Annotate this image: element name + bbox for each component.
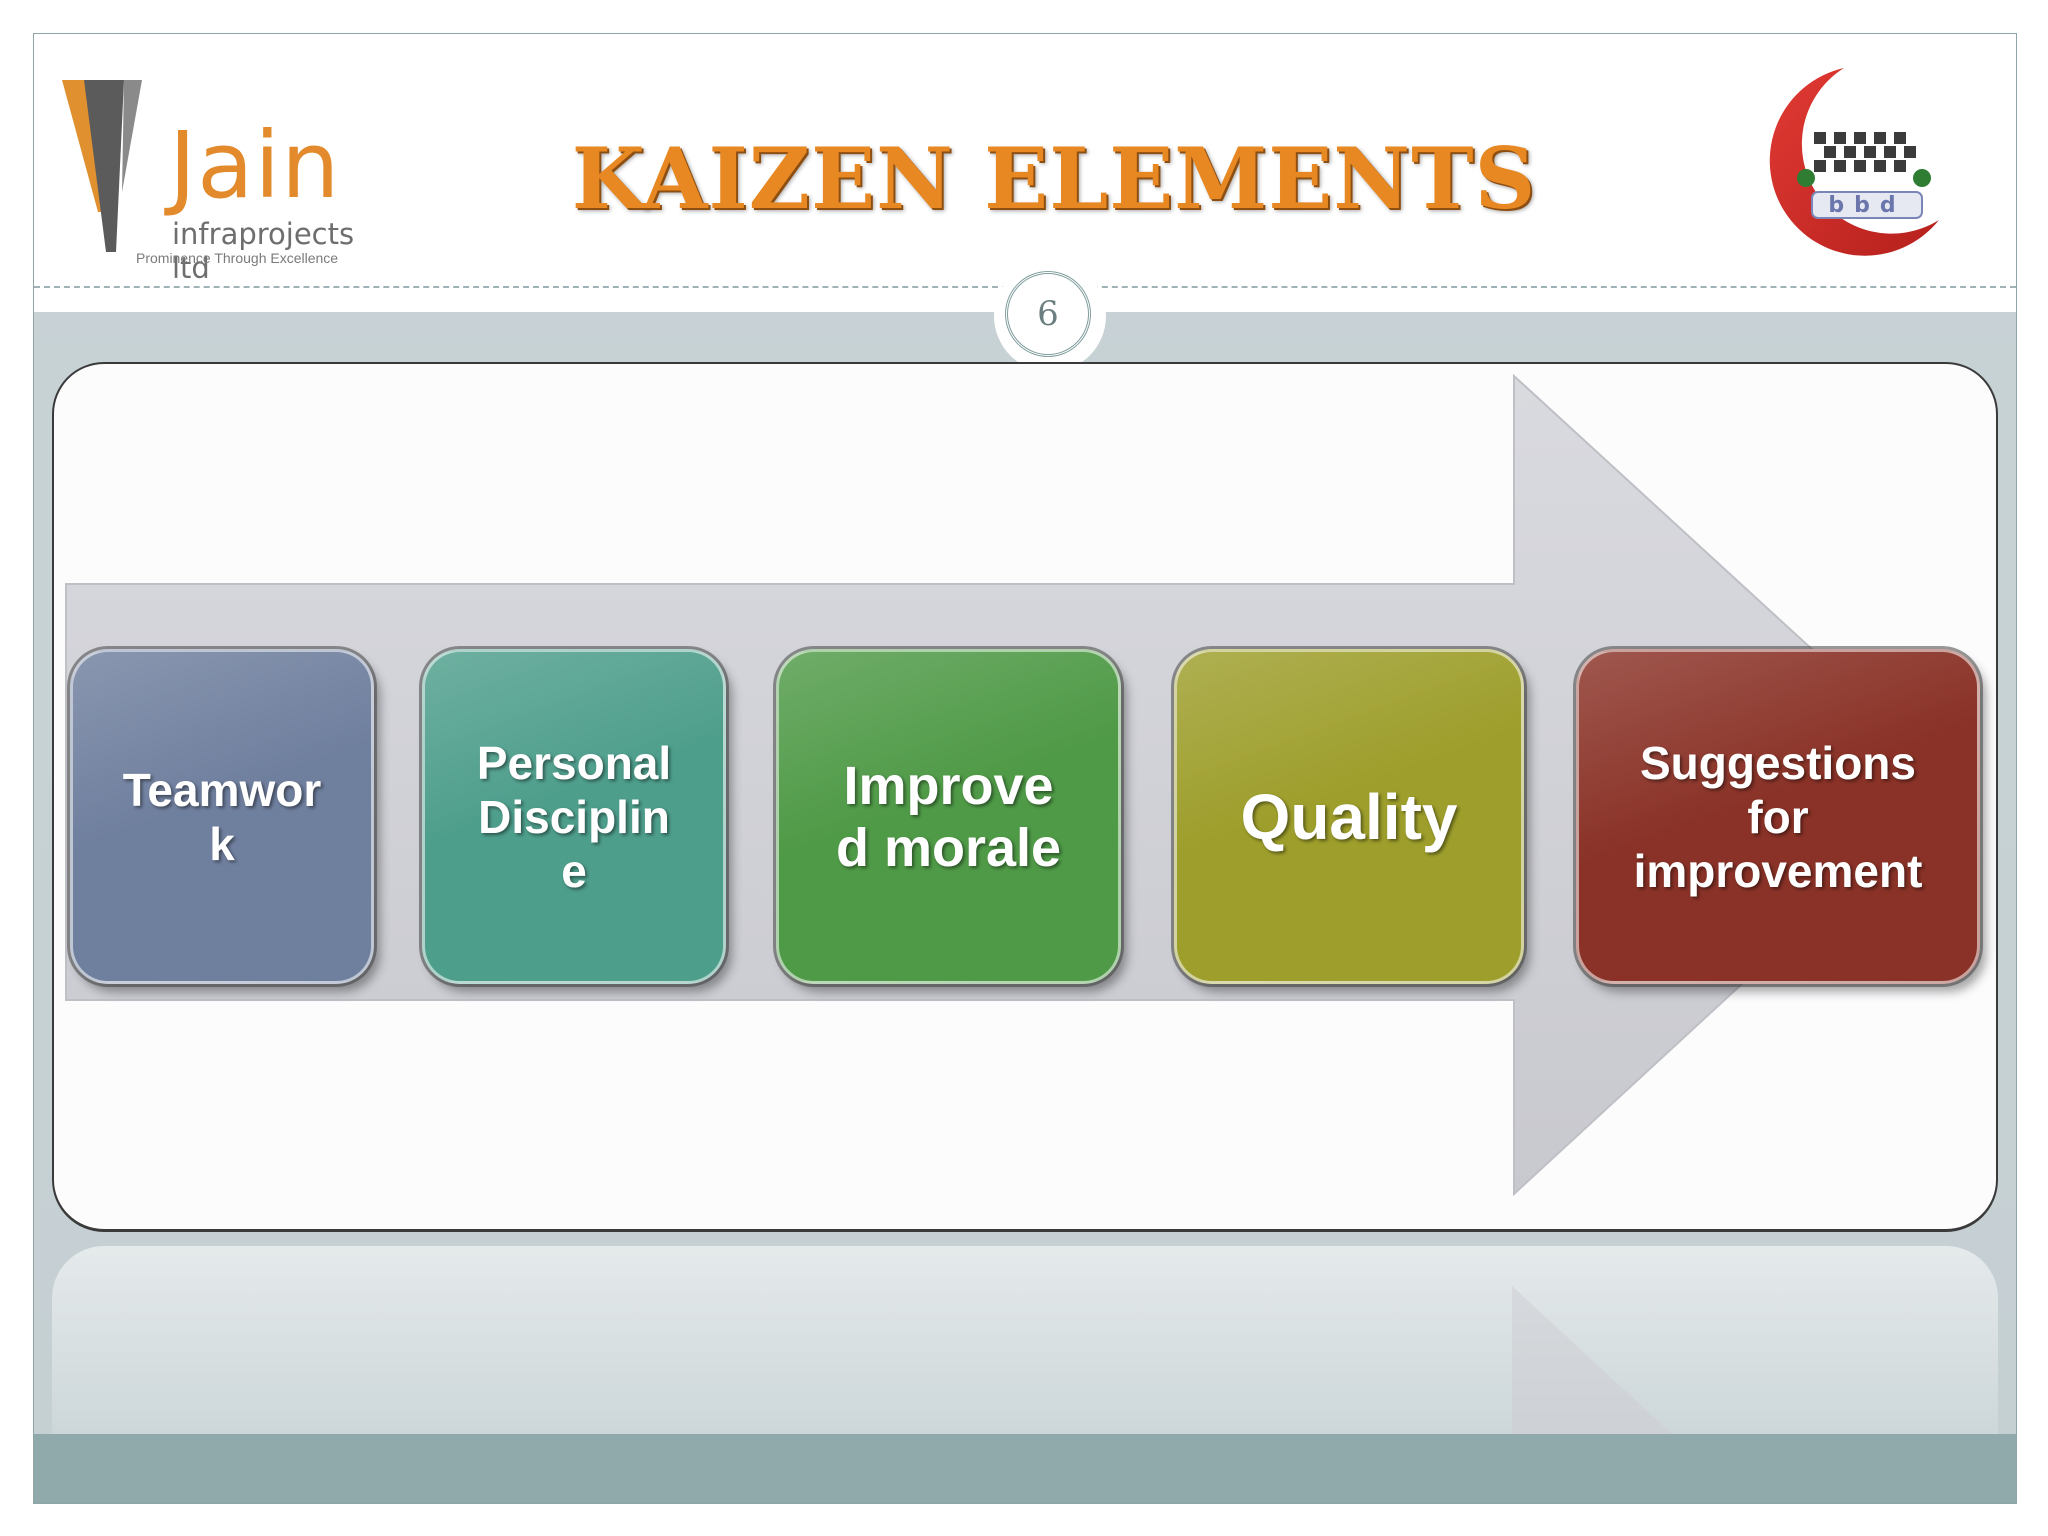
panel-reflection — [52, 1246, 1998, 1471]
bbd-logo-text: bbd — [1828, 193, 1905, 218]
slide-title: KAIZEN ELEMENTS — [571, 129, 1537, 228]
step-box-quality: Quality — [1174, 649, 1524, 984]
page-number-badge: 6 — [994, 260, 1106, 372]
slide: Jain infraprojects ltd Prominence Throug… — [33, 33, 2017, 1504]
step-label-personal-discipline: Personal Disciplin e — [476, 736, 672, 897]
step-box-personal-discipline: Personal Disciplin e — [422, 649, 726, 984]
jain-logo-mark-icon — [62, 80, 142, 252]
step-box-teamwork: Teamwor k — [70, 649, 374, 984]
jain-logo-tagline: Prominence Through Excellence — [136, 250, 339, 266]
page-number: 6 — [1005, 271, 1091, 357]
bbd-logo-icon: bbd — [1769, 68, 1939, 256]
bbd-logo: bbd — [1694, 50, 1984, 270]
step-label-teamwork: Teamwor k — [122, 763, 322, 870]
step-box-suggestions-for-improvement: Suggestions for improvement — [1576, 649, 1980, 984]
step-label-improved-morale: Improve d morale — [835, 755, 1062, 878]
footer-band — [34, 1434, 2016, 1503]
diagram-panel: Teamwor k Personal Disciplin e Improve d… — [52, 362, 1998, 1232]
jain-logo-subtitle: infraprojects ltd — [172, 217, 355, 285]
jain-logo: Jain infraprojects ltd Prominence Throug… — [54, 52, 384, 292]
step-label-suggestions-for-improvement: Suggestions for improvement — [1633, 736, 1923, 897]
jain-logo-word: Jain — [169, 112, 341, 219]
reflection-arrow — [1512, 1286, 1712, 1471]
step-box-improved-morale: Improve d morale — [776, 649, 1121, 984]
step-label-quality: Quality — [1240, 780, 1458, 853]
